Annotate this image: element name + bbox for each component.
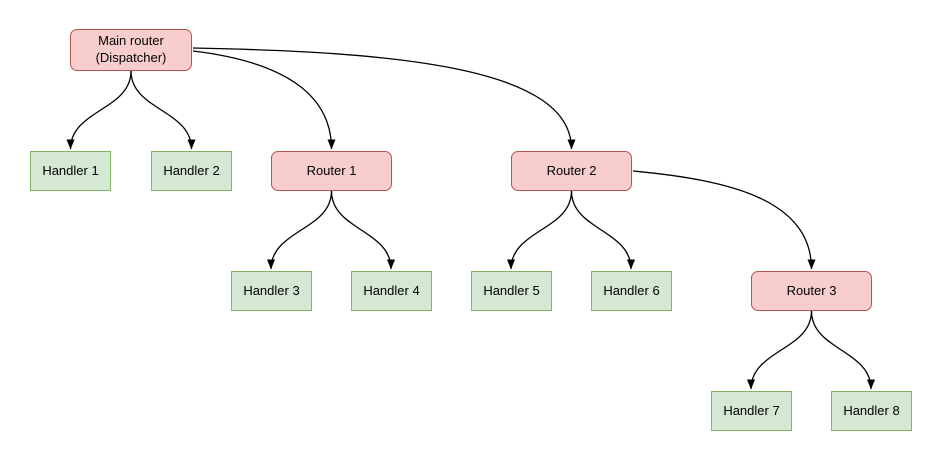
edge-router-2-to-handler-5	[507, 190, 573, 270]
node-router-1-label: Router 1	[306, 162, 357, 178]
node-handler-5: Handler 5	[471, 271, 552, 311]
node-handler-3-label: Handler 3	[243, 282, 300, 298]
node-handler-7: Handler 7	[711, 391, 792, 431]
node-handler-3: Handler 3	[231, 271, 312, 311]
edge-router-3-to-handler-8	[810, 310, 875, 390]
node-handler-7-label: Handler 7	[723, 402, 780, 418]
node-main-router-label: Main router (Dispatcher)	[95, 33, 167, 65]
node-handler-8-label: Handler 8	[843, 402, 900, 418]
node-handler-2-label: Handler 2	[163, 162, 220, 178]
node-main-router: Main router (Dispatcher)	[70, 29, 192, 71]
edge-main-router-to-router-1	[192, 50, 336, 150]
edge-router-2-to-router-3	[632, 170, 816, 270]
edge-main-router-to-handler-1	[66, 70, 132, 150]
node-handler-6: Handler 6	[591, 271, 672, 311]
node-router-2-label: Router 2	[546, 162, 597, 178]
node-handler-1: Handler 1	[30, 151, 111, 191]
node-router-3: Router 3	[751, 271, 872, 311]
edge-router-1-to-handler-4	[330, 190, 395, 270]
node-handler-8: Handler 8	[831, 391, 912, 431]
node-handler-5-label: Handler 5	[483, 282, 540, 298]
edge-router-2-to-handler-6	[570, 190, 635, 270]
node-handler-2: Handler 2	[151, 151, 232, 191]
edge-router-3-to-handler-7	[747, 310, 813, 390]
node-handler-4-label: Handler 4	[363, 282, 420, 298]
node-handler-1-label: Handler 1	[42, 162, 99, 178]
node-handler-4: Handler 4	[351, 271, 432, 311]
node-handler-6-label: Handler 6	[603, 282, 660, 298]
edge-main-router-to-handler-2	[130, 70, 196, 150]
node-router-2: Router 2	[511, 151, 632, 191]
edge-main-router-to-router-2	[192, 47, 576, 150]
node-router-3-label: Router 3	[786, 282, 837, 298]
node-router-1: Router 1	[271, 151, 392, 191]
edge-router-1-to-handler-3	[267, 190, 333, 270]
